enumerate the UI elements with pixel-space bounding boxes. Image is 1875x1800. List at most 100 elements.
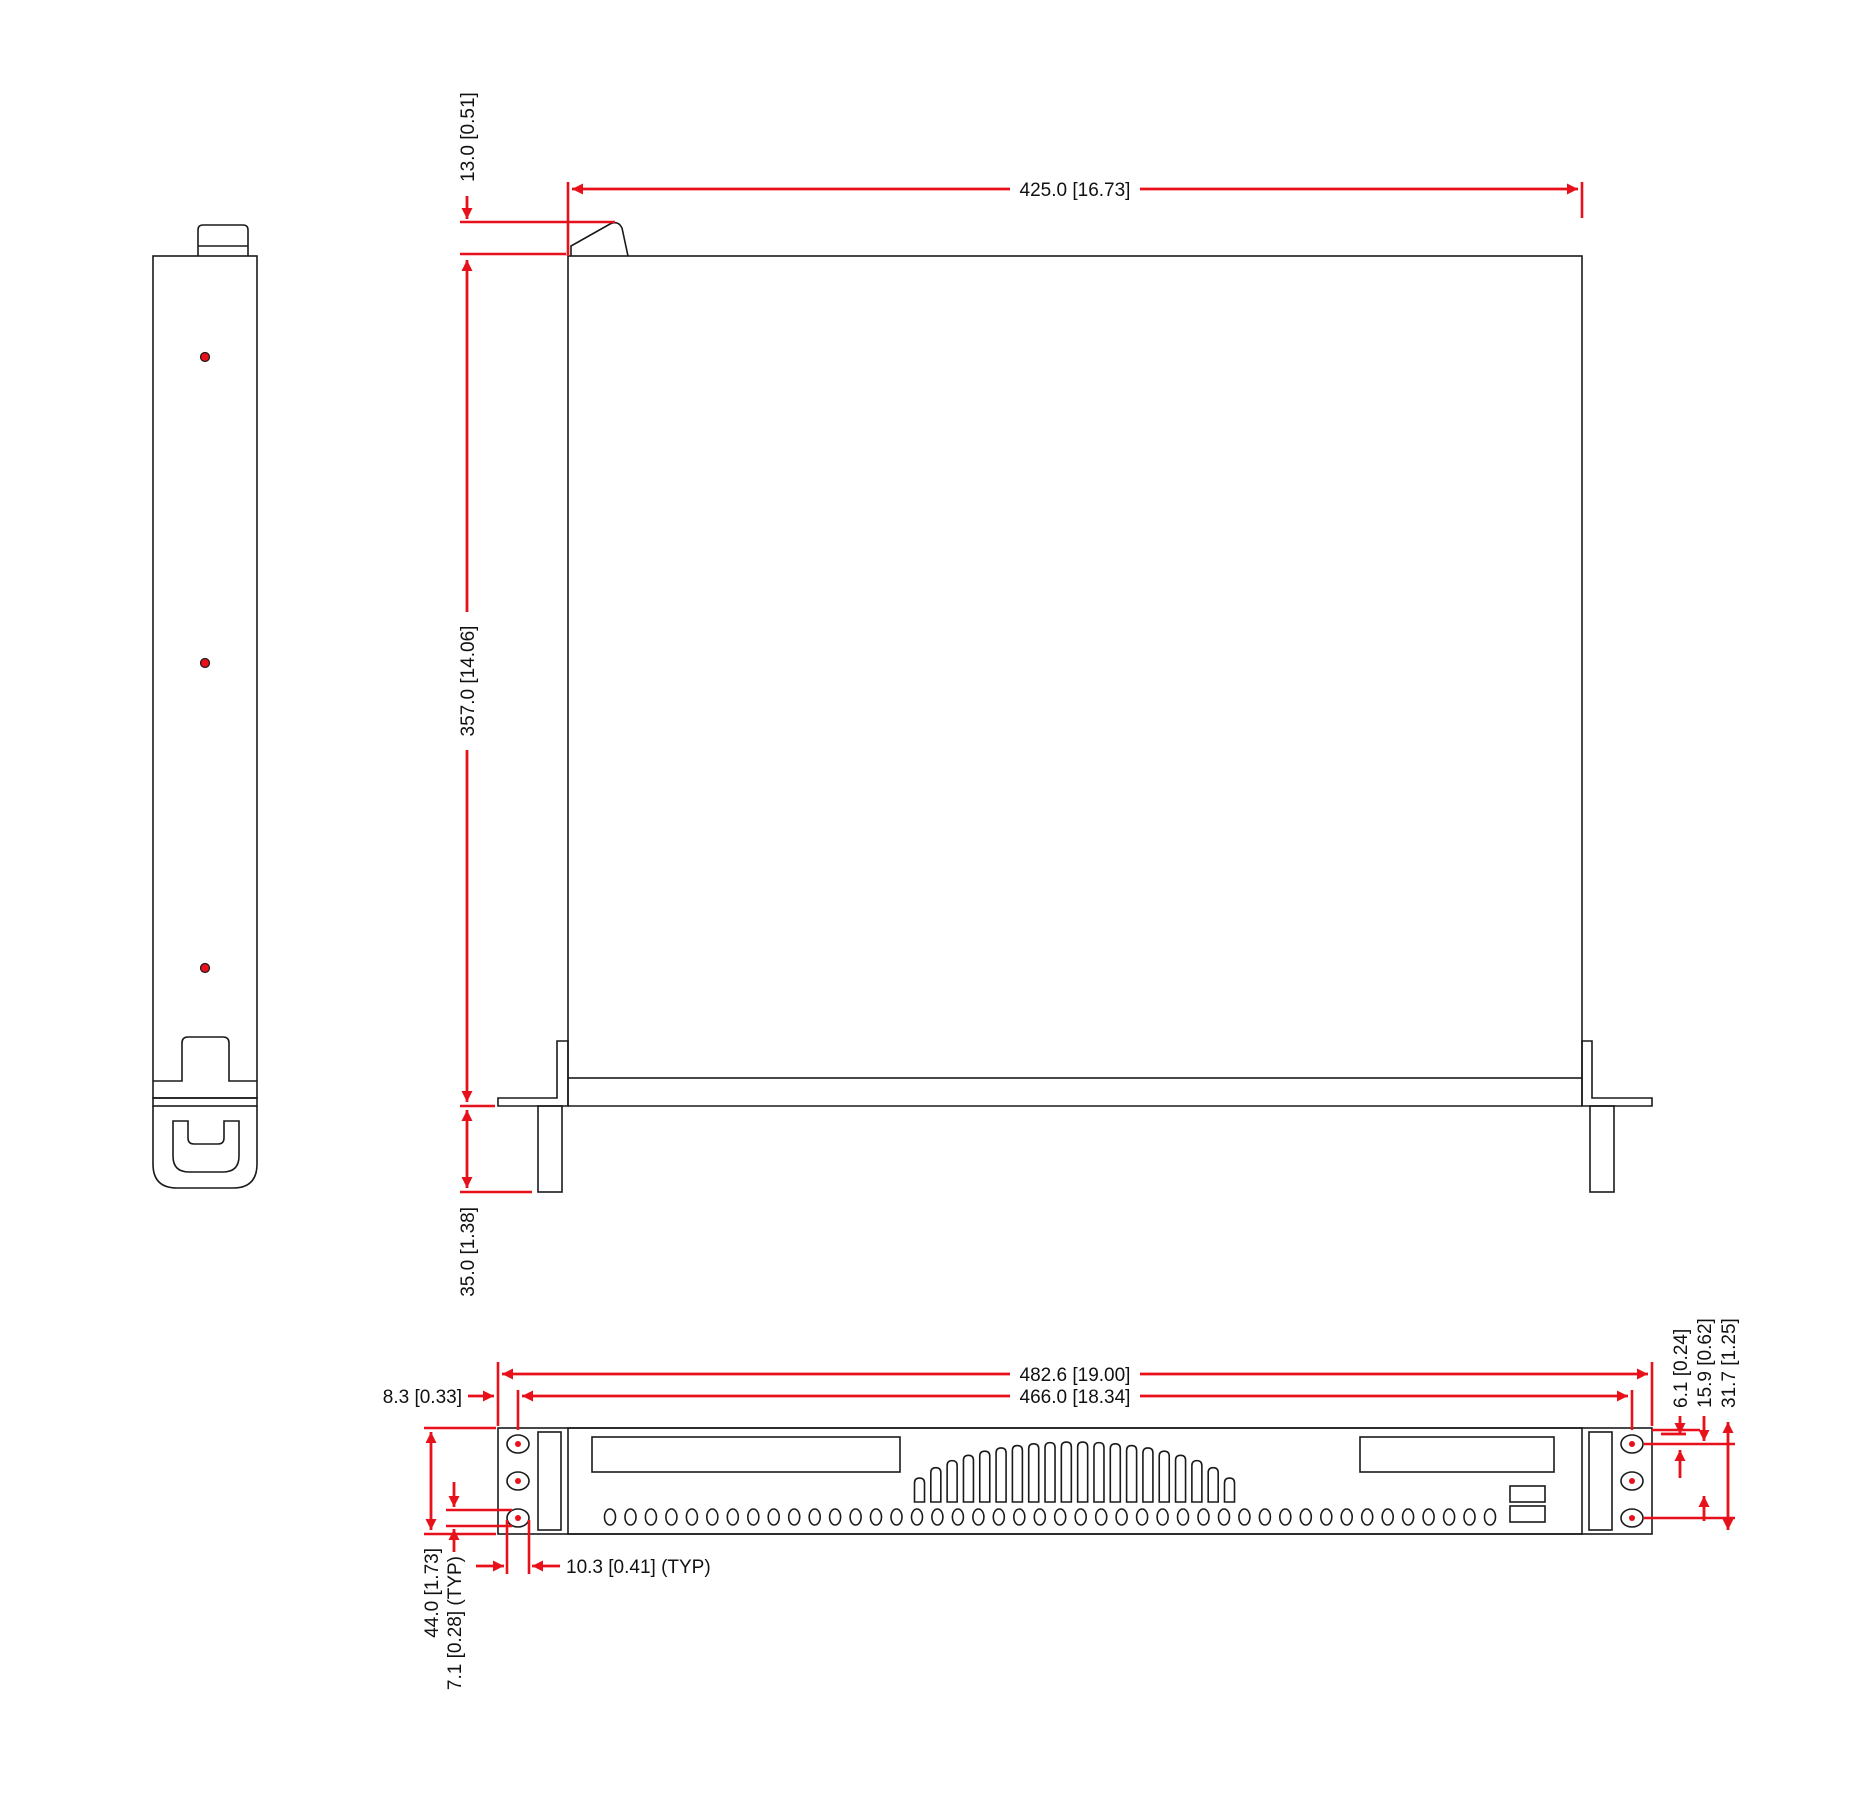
vent-hole: [1442, 1508, 1456, 1526]
vent-hole: [1197, 1508, 1210, 1526]
vent-hole: [603, 1508, 617, 1526]
front-right-handle: [1588, 1431, 1613, 1531]
dim-10-label: 10.3 [0.41] (TYP): [566, 1557, 711, 1578]
vent-hole: [808, 1508, 822, 1526]
vent-hole: [1299, 1508, 1313, 1526]
dim-31-label: 31.7 [1.25]: [1719, 1318, 1740, 1408]
vent-fin: [1093, 1441, 1105, 1503]
side-top-handle: [197, 224, 249, 256]
vent-hole: [1217, 1508, 1231, 1526]
vent-hole: [910, 1508, 924, 1526]
vent-hole: [1176, 1508, 1190, 1526]
front-right-hole-top: [1620, 1434, 1644, 1454]
vent-hole: [1279, 1508, 1292, 1526]
vent-hole: [951, 1508, 965, 1526]
dim-7-label: 7.1 [0.28] (TYP): [445, 1556, 466, 1690]
side-screw-top: [199, 351, 211, 363]
vent-hole: [746, 1508, 760, 1526]
dim-482-label: 482.6 [19.00]: [1020, 1365, 1131, 1386]
top-view: 425.0 [16.73] 13.0 [0.51] 357.0 [14.06] …: [458, 92, 1653, 1297]
vent-hole: [1156, 1508, 1169, 1526]
side-handle-inner: [172, 1120, 240, 1173]
vent-hole: [1238, 1508, 1251, 1526]
dim-15-label: 15.9 [0.62]: [1695, 1318, 1716, 1408]
top-right-ear: [1581, 1040, 1653, 1107]
side-screw-middle: [199, 657, 211, 669]
vent-fin: [1076, 1441, 1089, 1503]
vent-hole: [787, 1508, 801, 1526]
vent-hole: [828, 1508, 842, 1526]
front-vent-fins: [913, 1441, 1236, 1503]
vent-hole: [1483, 1508, 1497, 1526]
vent-hole: [1340, 1508, 1353, 1526]
front-left-hole-bottom: [506, 1508, 530, 1528]
vent-fin: [1044, 1441, 1056, 1503]
dim-466-label: 466.0 [18.34]: [1020, 1387, 1131, 1408]
vent-fin: [1125, 1444, 1138, 1503]
vent-hole: [1401, 1508, 1415, 1526]
vent-hole: [1012, 1508, 1026, 1526]
vent-hole: [624, 1508, 637, 1526]
front-right-hole-mid: [1620, 1471, 1644, 1491]
vent-hole: [1320, 1508, 1333, 1526]
vent-hole: [1094, 1508, 1108, 1526]
front-left-hole-bottom-center: [515, 1515, 521, 1521]
vent-fin: [978, 1450, 991, 1503]
front-left-handle: [537, 1431, 562, 1531]
vent-fin: [1109, 1442, 1122, 1503]
vent-hole: [1258, 1508, 1272, 1526]
top-left-ear: [497, 1040, 569, 1107]
vent-hole: [992, 1508, 1006, 1526]
vent-hole: [1422, 1508, 1435, 1526]
front-display-right: [1359, 1436, 1555, 1473]
vent-fin: [1142, 1447, 1154, 1503]
vent-hole: [767, 1508, 781, 1526]
front-left-hole-mid-center: [515, 1478, 521, 1484]
vent-fin: [1191, 1459, 1203, 1503]
dim-6-label: 6.1 [0.24]: [1671, 1329, 1692, 1408]
side-flange: [152, 1097, 258, 1107]
dim-44-label: 44.0 [1.73]: [422, 1548, 443, 1638]
top-right-handle: [1589, 1105, 1615, 1193]
front-display-left: [591, 1436, 901, 1473]
front-view: 482.6 [19.00] 466.0 [18.34] 8.3 [0.33] 4…: [383, 1318, 1740, 1690]
front-left-hole-top-center: [515, 1441, 521, 1447]
vent-hole: [1463, 1508, 1476, 1526]
vent-hole: [644, 1508, 658, 1526]
vent-fin: [1223, 1477, 1236, 1503]
top-left-handle: [537, 1105, 563, 1193]
front-left-hole-mid: [506, 1471, 530, 1491]
front-vent-holes: [603, 1508, 1497, 1526]
vent-fin: [1027, 1442, 1040, 1503]
side-bottom-notch: [153, 1036, 257, 1082]
front-panel: [567, 1427, 1583, 1535]
vent-fin: [1207, 1466, 1219, 1503]
front-right-hole-bottom-center: [1629, 1515, 1635, 1521]
side-handle-outer: [152, 1106, 258, 1189]
vent-fin: [1174, 1454, 1187, 1503]
vent-hole: [726, 1508, 740, 1526]
vent-hole: [1074, 1508, 1087, 1526]
dim-13-label: 13.0 [0.51]: [458, 92, 479, 182]
vent-fin: [913, 1477, 926, 1503]
vent-hole: [665, 1508, 678, 1526]
vent-fin: [946, 1459, 958, 1503]
vent-fin: [930, 1466, 942, 1503]
vent-hole: [1381, 1508, 1394, 1526]
front-right-hole-top-center: [1629, 1441, 1635, 1447]
side-screw-bottom: [199, 962, 211, 974]
side-view: [152, 224, 258, 1189]
vent-fin: [1060, 1441, 1073, 1503]
vent-fin: [962, 1454, 975, 1503]
vent-hole: [1033, 1508, 1047, 1526]
front-button-upper: [1509, 1485, 1546, 1503]
front-button-lower: [1509, 1505, 1546, 1523]
vent-hole: [1115, 1508, 1128, 1526]
vent-hole: [869, 1508, 883, 1526]
front-left-hole-top: [506, 1434, 530, 1454]
front-right-hole-mid-center: [1629, 1478, 1635, 1484]
vent-hole: [1135, 1508, 1149, 1526]
front-right-hole-bottom: [1620, 1508, 1644, 1528]
vent-hole: [1053, 1508, 1067, 1526]
